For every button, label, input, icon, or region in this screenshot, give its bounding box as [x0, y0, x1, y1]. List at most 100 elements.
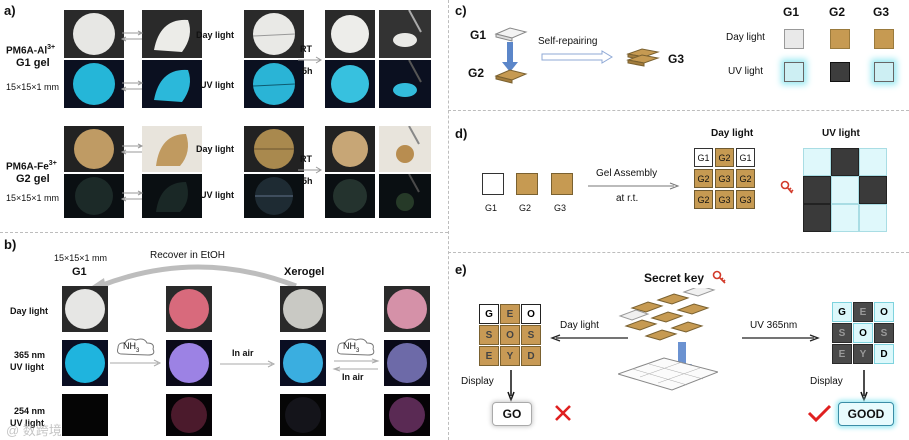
- c-self-repair-label: Self-repairing: [538, 36, 598, 47]
- e-uv-letter-tile: E: [853, 302, 873, 322]
- d-uv-tile: [831, 148, 859, 176]
- g2-uv-light-label: UV light: [200, 190, 234, 200]
- d-uv-light-title: UV light: [822, 128, 860, 139]
- g1-uv-reversible-arrows: [120, 80, 144, 92]
- photo-g1-uv-healed: [325, 60, 375, 108]
- b-row-254-label-b: UV light: [10, 418, 44, 428]
- d-key-icon: [780, 180, 794, 194]
- photo-g2-day-tweezers: [379, 126, 431, 172]
- photo-b-g1-365: [62, 340, 108, 386]
- e-display-arrow-day: [507, 370, 515, 402]
- b-recover-arrow: [92, 264, 297, 289]
- b-row-day-label: Day light: [10, 306, 49, 316]
- g1-size-label: 15×15×1 mm: [6, 82, 60, 92]
- photo-g2-day-folded: [142, 126, 202, 172]
- d-day-tile: G3: [715, 190, 734, 209]
- e-uv-letter-tile: G: [832, 302, 852, 322]
- photo-b-xerogel-365: [280, 340, 326, 386]
- photo-b-xerogel-nh3-254: [384, 394, 430, 436]
- e-uv-letter-tile: E: [832, 344, 852, 364]
- d-day-tile: G2: [694, 190, 713, 209]
- c-col-g1: G1: [783, 5, 800, 19]
- d-uv-tile: [859, 204, 887, 232]
- c-g3-day-swatch: [874, 29, 894, 49]
- e-day-light-label: Day light: [560, 320, 599, 331]
- c-g1-day-swatch: [784, 29, 804, 49]
- c-g2-label: G2: [468, 66, 485, 80]
- e-display-arrow-uv: [860, 370, 868, 402]
- photo-g1-uv-cut: [244, 60, 304, 108]
- photo-g2-uv-folded: [142, 174, 202, 218]
- b-row-365-label-a: 365 nm: [14, 350, 46, 360]
- panel-label-e: e): [455, 262, 467, 277]
- e-secret-key-label: Secret key: [644, 271, 705, 285]
- panel-label-b: b): [4, 237, 17, 252]
- watermark: @ 数跨境: [6, 423, 62, 438]
- c-self-repair-arrow: [541, 50, 613, 64]
- e-day-letter-tile: S: [479, 325, 499, 345]
- g1-material-label: PM6A-Al3+: [6, 44, 56, 57]
- d-day-tile: G3: [736, 190, 755, 209]
- e-day-letter-tile: E: [479, 346, 499, 366]
- g2-time-label: 5h: [302, 176, 313, 186]
- g2-material-label: PM6A-Fe3+: [6, 160, 57, 173]
- g2-day-reversible-arrows: [120, 143, 144, 155]
- b-nh3-label-2: NH3: [343, 341, 360, 354]
- d-day-tile: G2: [736, 169, 755, 188]
- d-uv-tile: [803, 204, 831, 232]
- b-row-365-label-b: UV light: [10, 362, 44, 372]
- e-day-letter-tile: Y: [500, 346, 520, 366]
- c-g3-label: G3: [668, 52, 685, 66]
- photo-g2-day-cut: [244, 126, 304, 172]
- photo-b-g1-day: [62, 286, 108, 332]
- photo-g2-uv-cut: [244, 174, 304, 218]
- g1-uv-light-label: UV light: [200, 80, 234, 90]
- e-display-label-day: Display: [461, 376, 494, 387]
- d-day-light-title: Day light: [711, 128, 754, 139]
- e-cross-icon: [555, 405, 571, 421]
- d-uv-tile: [859, 176, 887, 204]
- b-in-air-label-2: In air: [342, 372, 364, 382]
- b-nh3-cloud-2: [337, 338, 375, 356]
- b-size-label: 15×15×1 mm: [54, 253, 108, 263]
- d-g1-label: G1: [485, 203, 498, 213]
- vertical-divider: [448, 0, 449, 440]
- c-g1-uv-swatch: [784, 62, 804, 82]
- b-reversible-arrows-2: [332, 358, 380, 372]
- b-xerogel-label: Xerogel: [284, 266, 325, 278]
- e-day-letter-tile: E: [500, 304, 520, 324]
- c-row-day-label: Day light: [726, 32, 765, 43]
- e-day-letter-tile: D: [521, 346, 541, 366]
- g1-day-light-label: Day light: [196, 30, 235, 40]
- photo-g1-day-folded: [142, 10, 202, 58]
- e-uv-letter-tile: S: [832, 323, 852, 343]
- b-nh3-arrow-1: [110, 359, 162, 367]
- e-display-label-uv: Display: [810, 376, 843, 387]
- g1-rt-arrow: [298, 56, 322, 64]
- d-day-tile: G3: [715, 169, 734, 188]
- panel-label-a: a): [4, 3, 16, 18]
- photo-g1-uv-folded: [142, 60, 202, 108]
- c-g3-uv-swatch: [874, 62, 894, 82]
- divider-de: [448, 252, 909, 253]
- e-key-icon: [712, 270, 726, 284]
- photo-b-xerogel-nh3-365: [384, 340, 430, 386]
- e-day-letter-tile: G: [479, 304, 499, 324]
- c-row-uv-label: UV light: [728, 66, 764, 77]
- photo-b-g1-254: [62, 394, 108, 436]
- d-day-tile: G2: [694, 169, 713, 188]
- d-uv-tile: [803, 176, 831, 204]
- d-uv-tile: [859, 148, 887, 176]
- c-g1-label: G1: [470, 28, 487, 42]
- c-col-g3: G3: [873, 5, 890, 19]
- photo-b-nh3-365: [166, 340, 212, 386]
- e-uv-letter-tile: D: [874, 344, 894, 364]
- divider-ab: [0, 232, 448, 233]
- d-g3-swatch: [551, 173, 573, 195]
- c-g2-day-swatch: [830, 29, 850, 49]
- e-result-uv: GOOD: [838, 402, 894, 426]
- e-uv-letter-tile: Y: [853, 344, 873, 364]
